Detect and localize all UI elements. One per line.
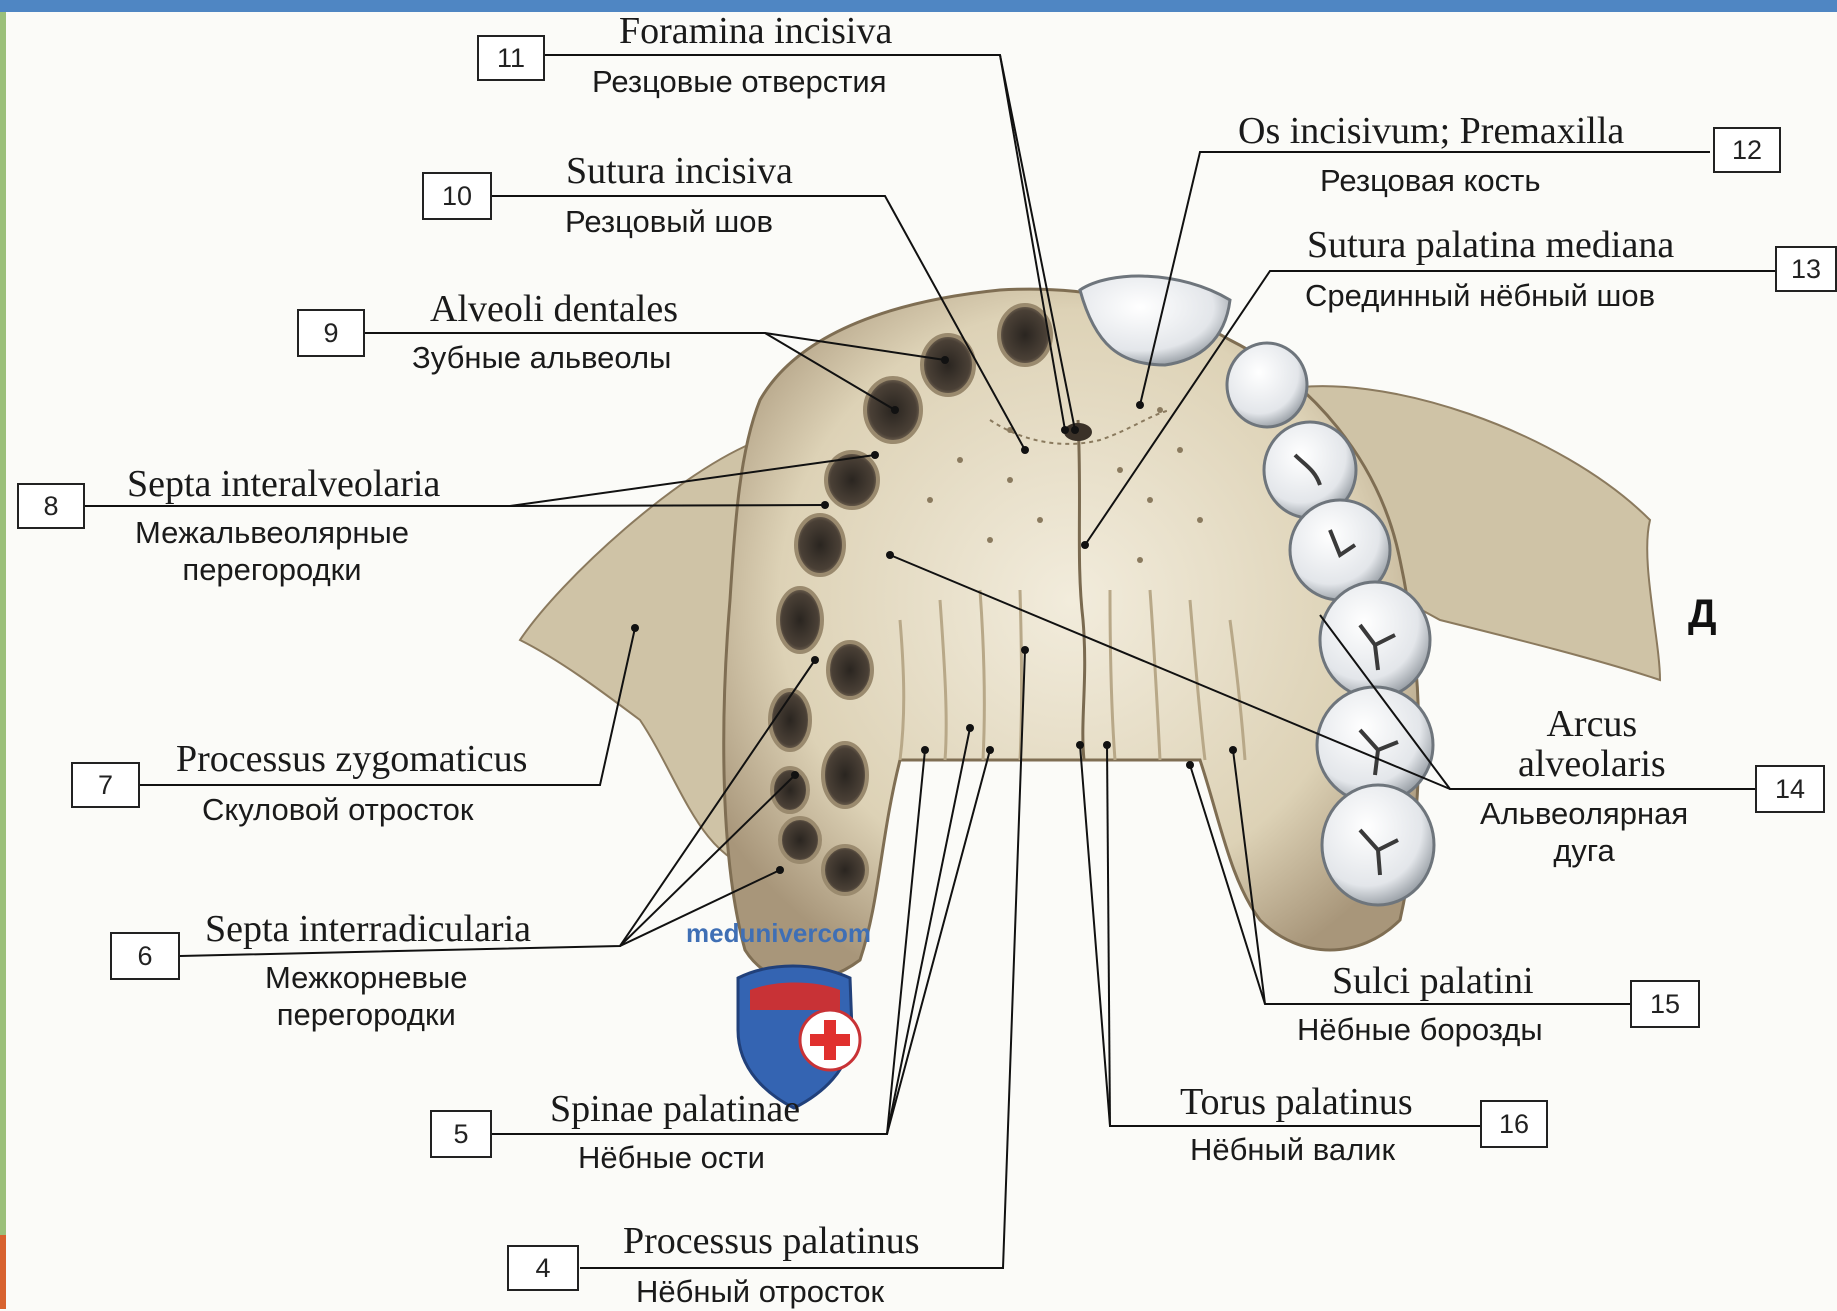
label-russian-arcus-alveolaris: Альвеолярная дуга (1480, 796, 1688, 869)
label-latin-processus-palatinus: Processus palatinus (623, 1222, 920, 1260)
label-number-8: 8 (17, 483, 85, 529)
label-russian-septa-interradicularia: Межкорневые перегородки (265, 960, 468, 1033)
label-number-11: 11 (477, 35, 545, 81)
label-russian-alveoli-dentales: Зубные альвеолы (412, 340, 671, 377)
label-latin-alveoli-dentales: Alveoli dentales (430, 290, 678, 328)
label-number-5: 5 (430, 1110, 492, 1158)
label-number-12: 12 (1713, 127, 1781, 173)
label-russian-sutura-incisiva: Резцовый шов (565, 204, 773, 241)
watermark-text: medunivercom (686, 918, 871, 949)
label-russian-torus-palatinus: Нёбный валик (1190, 1132, 1395, 1169)
label-latin-septa-interalveolaria: Septa interalveolaria (127, 465, 440, 503)
label-number-9: 9 (297, 309, 365, 357)
label-latin-processus-zygomaticus: Processus zygomaticus (176, 740, 527, 778)
label-latin-arcus-alveolaris: Arcus alveolaris (1518, 705, 1666, 785)
label-latin-septa-interradicularia: Septa interradicularia (205, 910, 531, 948)
label-number-7: 7 (71, 762, 140, 808)
medunivercom-shield-logo (738, 966, 860, 1108)
label-number-15: 15 (1630, 980, 1700, 1028)
label-russian-spinae-palatinae: Нёбные ости (578, 1140, 765, 1177)
label-russian-sulci-palatini: Нёбные борозды (1297, 1012, 1543, 1049)
label-latin-os-incisivum: Os incisivum; Premaxilla (1238, 112, 1624, 150)
label-latin-sulci-palatini: Sulci palatini (1332, 962, 1534, 1000)
label-russian-processus-palatinus: Нёбный отросток (636, 1274, 884, 1311)
label-number-14: 14 (1755, 765, 1825, 813)
label-number-13: 13 (1775, 246, 1837, 292)
label-number-10: 10 (422, 172, 492, 220)
label-latin-spinae-palatinae: Spinae palatinae (550, 1090, 800, 1128)
label-number-6: 6 (110, 932, 180, 980)
label-latin-foramina-incisiva: Foramina incisiva (619, 12, 892, 50)
label-russian-septa-interalveolaria: Межальвеолярные перегородки (135, 515, 409, 588)
label-number-16: 16 (1480, 1100, 1548, 1148)
side-marker: Д (1688, 592, 1717, 637)
label-russian-os-incisivum: Резцовая кость (1320, 163, 1541, 200)
label-russian-sutura-palatina-mediana: Срединный нёбный шов (1305, 278, 1655, 315)
label-latin-torus-palatinus: Torus palatinus (1180, 1083, 1413, 1121)
label-latin-sutura-palatina-mediana: Sutura palatina mediana (1307, 226, 1674, 264)
label-russian-foramina-incisiva: Резцовые отверстия (592, 64, 887, 101)
label-russian-processus-zygomaticus: Скуловой отросток (202, 792, 473, 829)
label-latin-sutura-incisiva: Sutura incisiva (566, 152, 793, 190)
label-number-4: 4 (507, 1245, 579, 1291)
